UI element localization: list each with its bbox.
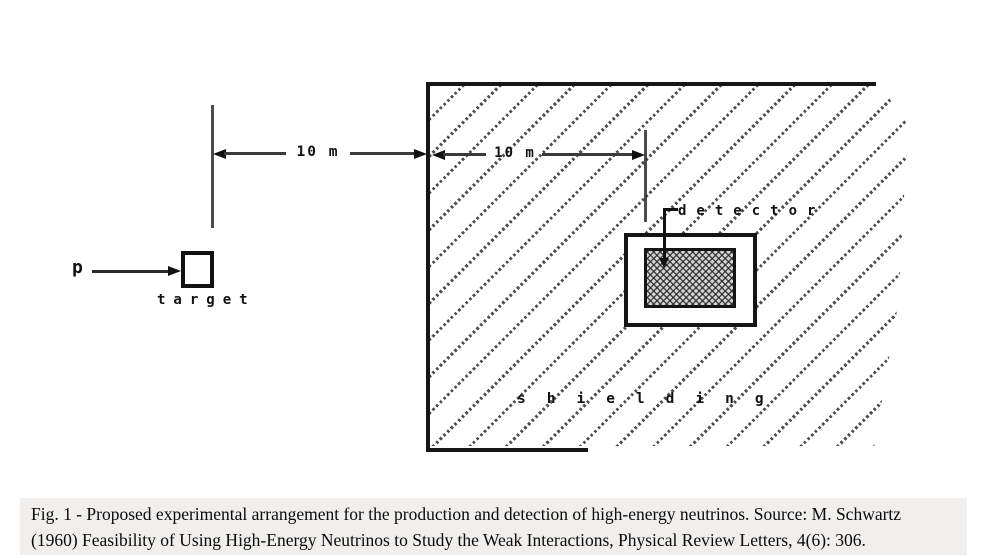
figure-caption: Fig. 1 - Proposed experimental arrangeme… — [20, 498, 967, 555]
arrow-left-icon — [213, 149, 226, 159]
shielding-top-border — [426, 82, 876, 86]
detector-core — [644, 248, 736, 308]
shielding-left-border — [426, 82, 430, 452]
target-label: target — [157, 292, 256, 308]
target-box — [181, 251, 214, 288]
shielding-bottom-border — [426, 448, 588, 452]
arrow-down-icon — [659, 258, 669, 268]
arrow-right-icon — [632, 150, 645, 160]
arrow-right-icon — [168, 266, 181, 276]
detector-leader-line — [663, 208, 666, 260]
arrow-right-icon — [414, 149, 427, 159]
dimension-line — [350, 152, 414, 155]
detector-label: detector — [678, 203, 826, 219]
shielding-label: shielding — [517, 391, 785, 407]
dimension-label-left: 10 m — [296, 144, 340, 160]
dimension-tick-right — [644, 130, 647, 222]
dimension-line — [443, 153, 486, 156]
proton-label: p — [72, 257, 83, 278]
caption-line-1: Fig. 1 - Proposed experimental arrangeme… — [31, 504, 902, 524]
dimension-line — [224, 152, 286, 155]
caption-line-2: (1960) Feasibility of Using High-Energy … — [31, 529, 866, 550]
dimension-label-right: 10 m — [494, 145, 536, 161]
dimension-line — [542, 153, 632, 156]
dimension-tick-left — [211, 105, 214, 228]
beam-line — [92, 270, 170, 273]
detector-leader-hook — [663, 208, 678, 211]
arrow-left-icon — [432, 150, 445, 160]
